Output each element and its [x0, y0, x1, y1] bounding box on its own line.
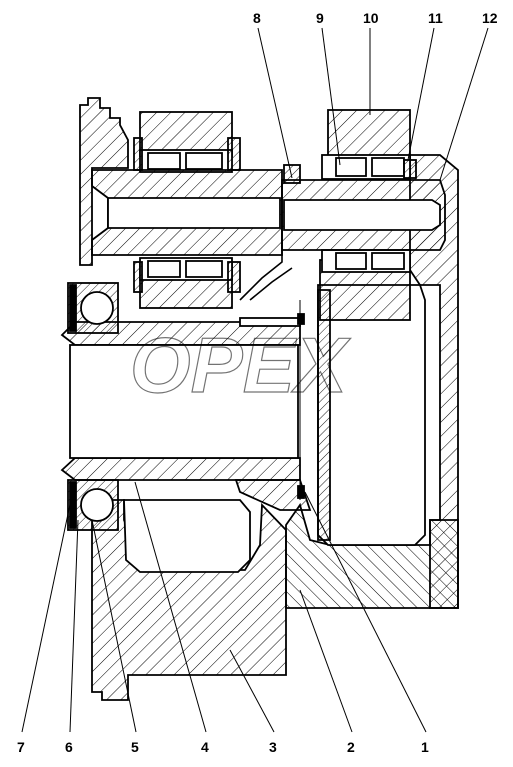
- callout-3: 3: [269, 739, 277, 755]
- callout-11: 11: [428, 10, 443, 26]
- upper-shaft-right: [281, 179, 446, 251]
- callout-10: 10: [363, 10, 379, 26]
- right-case: [317, 154, 459, 609]
- callout-2: 2: [347, 739, 355, 755]
- watermark: OPEX: [129, 320, 351, 409]
- callout-12: 12: [482, 10, 498, 26]
- callout-7: 7: [17, 739, 25, 755]
- callout-5: 5: [131, 739, 139, 755]
- spacer-rings: [133, 137, 417, 293]
- callout-6: 6: [65, 739, 73, 755]
- ball-bearing-bottom: [67, 479, 119, 531]
- leader-lines: [21, 27, 489, 733]
- oil-passage: [239, 250, 305, 499]
- ball-bearing-top: [67, 282, 119, 334]
- callout-8: 8: [253, 10, 261, 26]
- callout-labels: 8 9 10 11 12 7 6 5 4 3 2 1: [17, 10, 498, 755]
- callout-9: 9: [316, 10, 324, 26]
- callout-1: 1: [421, 739, 429, 755]
- watermark-text: OPEX: [130, 321, 351, 409]
- main-shaft: [60, 300, 312, 511]
- upper-shaft-left: [91, 169, 283, 256]
- callout-4: 4: [201, 739, 209, 755]
